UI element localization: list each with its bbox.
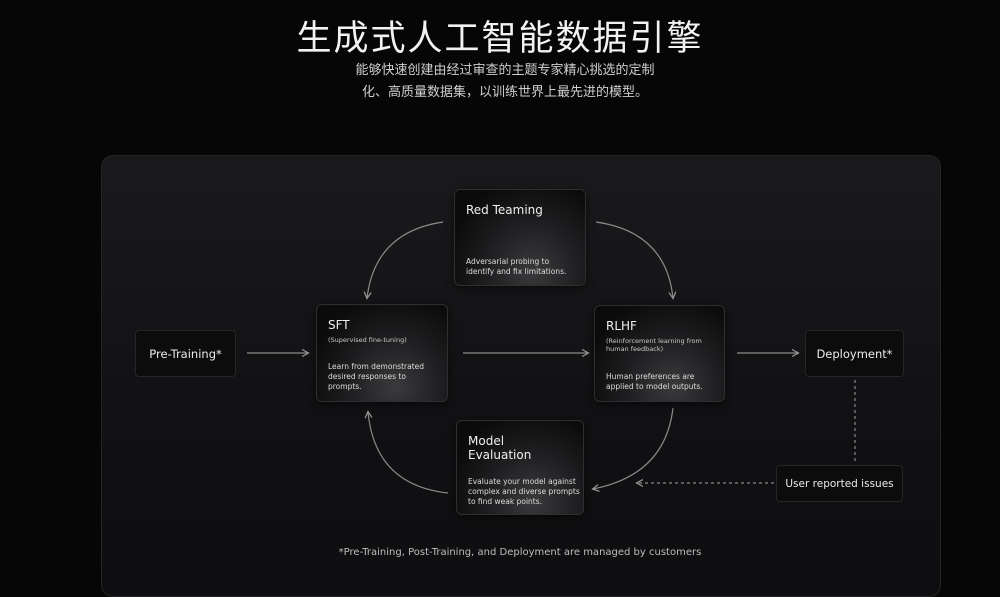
rlhf-desc-line: Human preferences are: [606, 372, 695, 381]
subtitle-line-2: 化、高质量数据集，以训练世界上最先进的模型。: [361, 85, 648, 100]
rlhf-title: RLHF: [606, 319, 637, 333]
red-teaming-title: Red Teaming: [466, 203, 543, 217]
rlhf-description: Human preferences are applied to model o…: [606, 372, 703, 392]
model-evaluation-description: Evaluate your model against complex and …: [468, 477, 580, 507]
sft-card: SFT (Supervised fine-tuning) Learn from …: [316, 304, 448, 402]
user-reported-issues-node: User reported issues: [776, 465, 903, 502]
rlhf-subtitle: (Reinforcement learning from human feedb…: [606, 337, 702, 353]
model-evaluation-title-line: Model: [468, 434, 505, 448]
sft-subtitle: (Supervised fine-tuning): [328, 336, 407, 344]
rlhf-subtitle-line: human feedback): [606, 345, 664, 353]
red-teaming-desc-line: Adversarial probing to: [466, 257, 550, 266]
sft-desc-line: prompts.: [328, 382, 362, 391]
footnote: *Pre-Training, Post-Training, and Deploy…: [338, 547, 702, 558]
red-teaming-description: Adversarial probing to identify and fix …: [466, 257, 566, 277]
sft-desc-line: Learn from demonstrated: [328, 362, 425, 371]
rlhf-subtitle-line: (Reinforcement learning from: [606, 337, 702, 345]
model-evaluation-desc-line: complex and diverse prompts: [468, 487, 580, 496]
model-evaluation-desc-line: Evaluate your model against: [468, 477, 576, 486]
red-teaming-card: Red Teaming Adversarial probing to ident…: [454, 189, 586, 286]
page-subtitle: 能够快速创建由经过审查的主题专家精心挑选的定制 化、高质量数据集，以训练世界上最…: [350, 60, 660, 104]
model-evaluation-title-line: Evaluation: [468, 448, 532, 462]
subtitle-line-1: 能够快速创建由经过审查的主题专家精心挑选的定制: [355, 63, 655, 78]
pre-training-node: Pre-Training*: [135, 330, 236, 377]
sft-desc-line: desired responses to: [328, 372, 406, 381]
rlhf-desc-line: applied to model outputs.: [606, 382, 703, 391]
model-evaluation-desc-line: to find weak points.: [468, 497, 543, 506]
rlhf-card: RLHF (Reinforcement learning from human …: [594, 305, 725, 402]
deployment-node: Deployment*: [805, 330, 904, 377]
sft-title: SFT: [328, 318, 350, 332]
sft-description: Learn from demonstrated desired response…: [328, 362, 424, 392]
model-evaluation-title: Model Evaluation: [468, 434, 531, 462]
model-evaluation-card: Model Evaluation Evaluate your model aga…: [456, 420, 584, 515]
page-title: 生成式人工智能数据引擎: [296, 19, 704, 59]
red-teaming-desc-line: identify and fix limitations.: [466, 267, 567, 276]
